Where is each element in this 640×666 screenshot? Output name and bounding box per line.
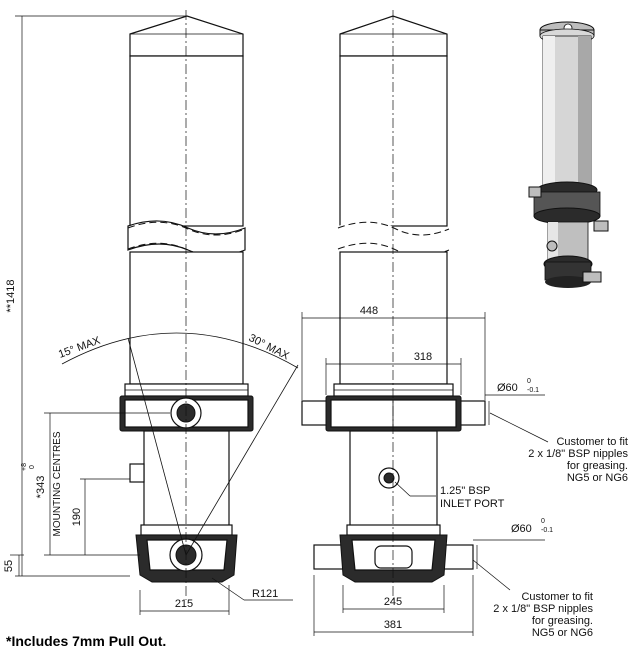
grease-top-line-4: NG5 or NG6 [567, 472, 628, 484]
angle-left: 15° MAX [57, 334, 103, 360]
front-view-base-pin-left [313, 544, 345, 570]
side-view-inlet-stub [129, 463, 145, 483]
trunnion-tol-lower-top: -0.1 [527, 387, 539, 394]
trunnion-tol-lower-bottom: -0.1 [541, 527, 553, 534]
dim-381: 381 [384, 619, 402, 631]
grease-bottom-line-1: Customer to fit [521, 591, 593, 603]
grease-top-line-1: Customer to fit [556, 436, 628, 448]
dim-448: 448 [360, 305, 378, 317]
trunnion-tol-upper-top: 0 [527, 378, 531, 385]
grease-callout-bottom: Customer to fit 2 x 1/8" BSP nipples for… [493, 591, 593, 639]
grease-bottom-line-3: for greasing. [532, 615, 593, 627]
grease-top-line-2: 2 x 1/8" BSP nipples [528, 448, 628, 460]
front-view-tube [339, 55, 448, 227]
dim-318: 318 [414, 351, 432, 363]
dim-55: 55 [3, 560, 15, 572]
footer-note: *Includes 7mm Pull Out. [6, 633, 167, 649]
dim-mounting-tol-lower: 0 [29, 465, 36, 469]
front-view-base-pin-right [442, 544, 474, 570]
grease-bottom-line-2: 2 x 1/8" BSP nipples [493, 603, 593, 615]
front-view-trunnion-pin-left [301, 400, 329, 426]
grease-callout-top: Customer to fit 2 x 1/8" BSP nipples for… [528, 436, 628, 484]
front-view-cap [339, 15, 448, 57]
side-view [61, 10, 299, 600]
grease-top-line-3: for greasing. [567, 460, 628, 472]
dim-mounting-centres: *343 [35, 476, 47, 499]
front-view-dimensions: 448 318 Ø60 0 -0.1 1.25" BSP INLET PORT … [301, 305, 553, 636]
trunnion-tol-upper-bottom: 0 [541, 518, 545, 525]
grease-bottom-line-4: NG5 or NG6 [532, 627, 593, 639]
trunnion-dia-top: Ø60 [497, 382, 518, 394]
front-view-trunnion-pin-right [458, 400, 486, 426]
side-view-cap [129, 15, 244, 57]
cylinder-3d-illustration [528, 21, 609, 288]
mounting-centres-label: MOUNTING CENTRES [52, 431, 63, 536]
dim-245: 245 [384, 596, 402, 608]
dim-215: 215 [175, 598, 193, 610]
inlet-port-label-2: INLET PORT [440, 498, 505, 510]
dim-190: 190 [71, 508, 83, 526]
front-view [301, 10, 486, 600]
dim-overall-height: **1418 [5, 279, 17, 312]
trunnion-dia-bottom: Ø60 [511, 523, 532, 535]
inlet-port-label-1: 1.25" BSP [440, 485, 490, 497]
side-view-tube [129, 55, 244, 227]
dim-radius: R121 [252, 588, 278, 600]
dim-mounting-tol-upper: +8 [21, 463, 28, 471]
